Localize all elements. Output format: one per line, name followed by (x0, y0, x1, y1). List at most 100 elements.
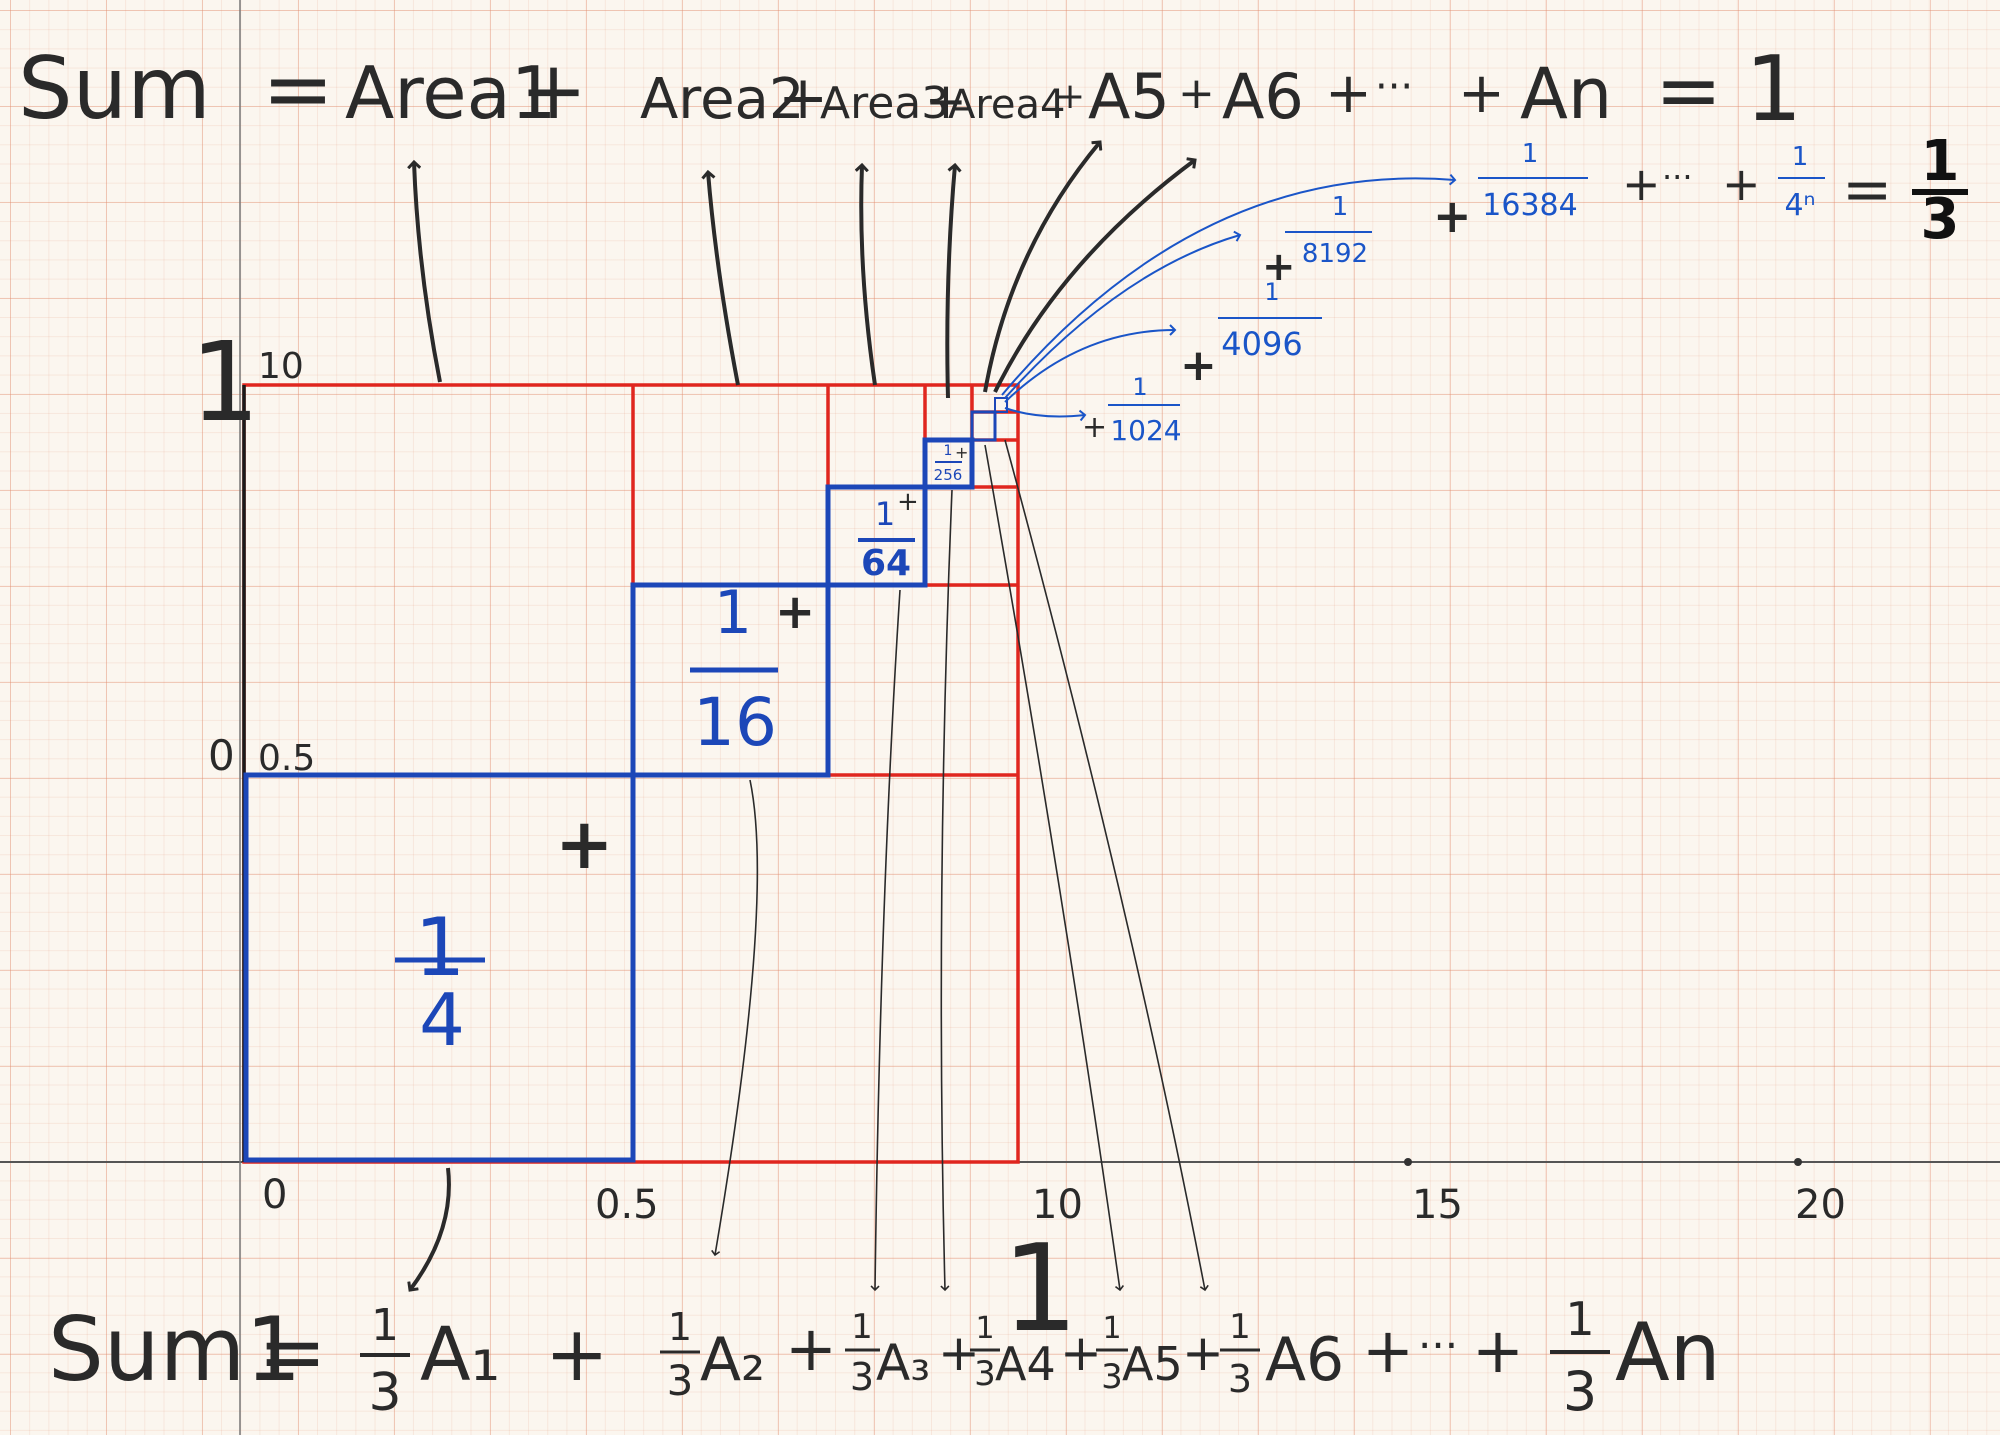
top-eq2: = (1655, 44, 1722, 137)
bottom-eq: = (258, 1305, 327, 1400)
term-an: An (1615, 1306, 1720, 1399)
x-tick-dot (1794, 1158, 1802, 1166)
x-mark-1: 1 (1002, 1220, 1078, 1359)
frac-4096-num: 1 (1264, 278, 1279, 306)
bottom-sum: Sum1 (48, 1298, 301, 1401)
plus: + (938, 1324, 980, 1382)
plus: + (1325, 61, 1372, 126)
term-an: An (1520, 53, 1612, 135)
x-tick-10: 10 (1032, 1182, 1083, 1228)
plus: + (545, 1309, 609, 1398)
top-eq: = (262, 39, 334, 139)
term-a6: A6 (1265, 1325, 1344, 1395)
blue-square-4 (922, 437, 975, 490)
term-a6: A6 (1222, 60, 1304, 133)
y-mark-0: 0 (208, 731, 235, 780)
y-mark-1: 1 (190, 318, 260, 446)
plus: + (785, 1312, 837, 1385)
plus: + (1262, 244, 1296, 290)
term-area2: Area2 (640, 67, 805, 132)
plus: + (1458, 61, 1505, 126)
y-tick-10: 10 (258, 346, 304, 387)
x-tick-15: 15 (1412, 1182, 1463, 1228)
coef-den: 3 (667, 1356, 694, 1405)
coef-den: 3 (1228, 1357, 1252, 1401)
coef-num: 1 (1565, 1292, 1594, 1346)
term-a3: A₃ (876, 1334, 930, 1392)
coef-num: 1 (371, 1300, 399, 1351)
blue-arrows (1001, 173, 1457, 422)
bottom-equation: Sum1 = 1 3 A₁ + 1 3 A₂ + 1 3 A₃ + 1 3 A4… (48, 1292, 1720, 1423)
frac-1-4-den: 4 (419, 978, 465, 1062)
coef-num: 1 (1102, 1311, 1121, 1346)
plus: + (897, 487, 919, 517)
frac-1-256-den: 256 (934, 466, 963, 484)
down-arrow-a1 (410, 1167, 451, 1290)
frac-8192-num: 1 (1332, 192, 1349, 222)
down-arrows (711, 439, 1209, 1292)
blue-square-3 (825, 484, 928, 588)
plus: + (1178, 68, 1215, 119)
axis-labels: 10 0.5 0 1 0 0.5 10 15 20 1 (190, 318, 1846, 1359)
blue-square-1 (243, 772, 636, 1163)
plus: + (1722, 157, 1761, 211)
plus: + (520, 44, 587, 137)
coef-den: 3 (850, 1355, 874, 1399)
frac-1-64-den: 64 (861, 543, 911, 584)
frac-16384-num: 1 (1522, 139, 1539, 169)
plus: + (555, 803, 614, 885)
general-num: 1 (1792, 142, 1809, 172)
plus: + (1180, 340, 1217, 391)
tail-dots: ··· (1662, 158, 1693, 196)
plus: + (775, 584, 815, 640)
coef-num: 1 (851, 1307, 873, 1347)
plus: + (1433, 189, 1472, 243)
blue-square-5 (970, 410, 997, 442)
frac-8192-den: 8192 (1302, 239, 1368, 269)
coef-den: 3 (368, 1363, 401, 1423)
frac-1-16-den: 16 (693, 684, 777, 761)
term-a5: A5 (1122, 1337, 1183, 1391)
up-arrows (414, 142, 1195, 399)
fractions-in-squares: 1 4 1 16 1 64 1 256 (395, 443, 962, 1062)
plus: + (1472, 1314, 1524, 1387)
y-tick-0-5: 0.5 (258, 738, 315, 779)
coef-den: 3 (1101, 1357, 1123, 1397)
term-area4: Area4 (948, 82, 1066, 128)
plus: + (1362, 1314, 1414, 1387)
term-area3: Area3 (820, 78, 949, 129)
plus: + (1182, 1324, 1224, 1382)
coef-num: 1 (975, 1311, 994, 1346)
plus: + (955, 443, 968, 462)
coef-den: 3 (974, 1354, 996, 1394)
blue-square-6 (994, 397, 1008, 413)
coef-den: 3 (1563, 1360, 1597, 1423)
outside-fractions: + 1 1024 + 1 4096 + 1 8192 + 1 16384 + ·… (1082, 129, 1968, 447)
result-den: 3 (1921, 187, 1960, 252)
frac-4096-den: 4096 (1221, 325, 1302, 363)
series-eq: = (1842, 155, 1892, 225)
x-tick-20: 20 (1795, 1182, 1846, 1228)
term-area1: Area1 (345, 51, 557, 135)
term-a1: A₁ (420, 1312, 500, 1398)
frac-1-4-num: 1 (415, 901, 466, 994)
term-a5: A5 (1088, 60, 1170, 133)
ellipsis: ··· (1375, 64, 1413, 110)
plus: + (925, 72, 967, 130)
plus: + (778, 63, 828, 133)
general-den: 4ⁿ (1784, 188, 1815, 223)
term-a2: A₂ (700, 1325, 765, 1395)
frac-1-256-num: 1 (944, 443, 953, 459)
frac-1-64-num: 1 (875, 495, 895, 533)
ellipsis: ··· (1418, 1321, 1458, 1370)
x-tick-0-5: 0.5 (595, 1182, 659, 1228)
x-tick-dot (1404, 1158, 1412, 1166)
coef-num: 1 (668, 1305, 692, 1349)
coef-num: 1 (1229, 1307, 1251, 1347)
term-a4: A4 (995, 1337, 1056, 1391)
plus: + (1622, 157, 1661, 211)
result-num: 1 (1921, 129, 1960, 194)
top-equation: Sum = Area1 + Area2 + Area3 + Area4 + A5… (18, 37, 1802, 142)
plus: + (1055, 76, 1085, 117)
